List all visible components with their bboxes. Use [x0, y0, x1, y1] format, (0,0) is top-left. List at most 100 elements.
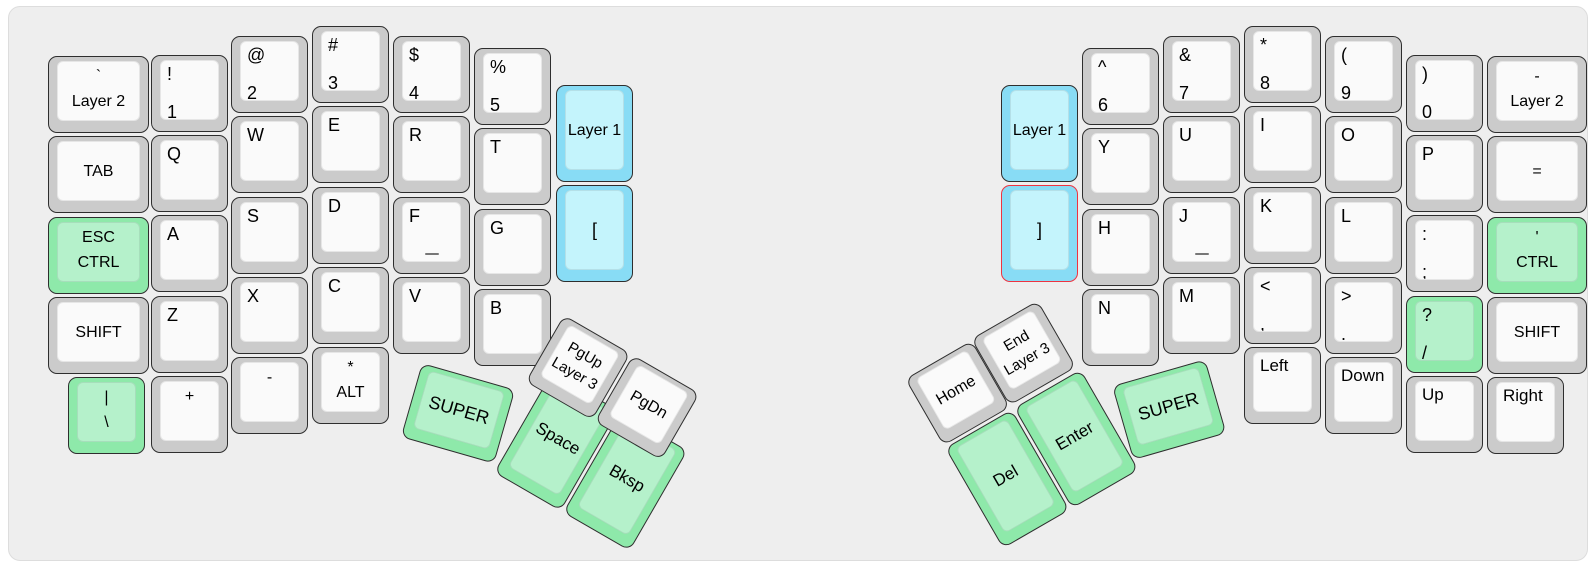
key-g[interactable]: G: [474, 209, 551, 286]
key-y[interactable]: Y: [1082, 128, 1159, 205]
key-label-line: !: [167, 64, 173, 84]
key-r[interactable]: R: [393, 116, 470, 193]
key-question-slash[interactable]: ?/: [1406, 296, 1483, 373]
keycap-top: T: [483, 133, 542, 193]
key-f[interactable]: F: [393, 197, 470, 274]
key-super-right[interactable]: SUPER: [1112, 359, 1227, 461]
key-v[interactable]: V: [393, 277, 470, 354]
keycap-top: %5: [483, 53, 542, 113]
keycap-top: C: [321, 272, 380, 332]
key-label-line: B: [490, 298, 503, 318]
key-equals[interactable]: =: [1487, 136, 1587, 213]
key-t[interactable]: T: [474, 128, 551, 205]
key-plus[interactable]: +: [151, 376, 228, 453]
key-w[interactable]: W: [231, 116, 308, 193]
keycap-top: >.: [1334, 282, 1393, 342]
key-n[interactable]: N: [1082, 289, 1159, 366]
key-layer1-right[interactable]: Layer 1: [1001, 85, 1078, 182]
key-arrow-left[interactable]: Left: [1244, 347, 1321, 424]
key-label: +: [161, 382, 218, 440]
key-l[interactable]: L: [1325, 197, 1402, 274]
keycap-top: $4: [402, 41, 461, 101]
key-paren-0[interactable]: )0: [1406, 55, 1483, 132]
key-quote-ctrl[interactable]: 'CTRL: [1487, 217, 1587, 294]
key-label-line: Layer 2: [1510, 93, 1564, 110]
keycap-top: J: [1172, 202, 1231, 262]
key-label-line: ^: [1098, 57, 1107, 77]
key-label-line: Z: [167, 305, 178, 325]
key-label-line: .: [1341, 324, 1347, 341]
key-arrow-up[interactable]: Up: [1406, 376, 1483, 453]
key-colon-semicolon[interactable]: :;: [1406, 215, 1483, 292]
keycap-top: @2: [240, 41, 299, 101]
keycap-top: F: [402, 202, 461, 262]
key-label: Y: [1092, 134, 1149, 192]
key-star-alt[interactable]: *ALT: [312, 347, 389, 424]
key-label-line: SHIFT: [75, 323, 122, 341]
keycap-top: E: [321, 111, 380, 171]
key-k[interactable]: K: [1244, 187, 1321, 264]
key-tab[interactable]: TAB: [48, 136, 149, 213]
key-arrow-right[interactable]: Right: [1487, 377, 1564, 454]
key-star-8[interactable]: *8: [1244, 26, 1321, 103]
keycap-top: TAB: [57, 141, 140, 201]
key-label: W: [241, 122, 298, 180]
key-e[interactable]: E: [312, 106, 389, 183]
key-shift-right[interactable]: SHIFT: [1487, 297, 1587, 374]
key-x[interactable]: X: [231, 277, 308, 354]
key-label-line: A: [167, 224, 180, 244]
key-j[interactable]: J: [1163, 197, 1240, 274]
key-amp-7[interactable]: &7: [1163, 36, 1240, 113]
key-m[interactable]: M: [1163, 277, 1240, 354]
key-super-left[interactable]: SUPER: [400, 363, 516, 464]
key-a[interactable]: A: [151, 215, 228, 292]
key-label: SHIFT: [58, 303, 139, 361]
key-i[interactable]: I: [1244, 106, 1321, 183]
key-label: #3: [322, 32, 379, 90]
key-label: <,: [1254, 273, 1311, 331]
keycap-top: U: [1172, 121, 1231, 181]
key-percent-5[interactable]: %5: [474, 48, 551, 125]
key-left-bracket[interactable]: [: [556, 185, 633, 282]
key-u[interactable]: U: [1163, 116, 1240, 193]
key-less-comma[interactable]: <,: [1244, 267, 1321, 344]
key-c[interactable]: C: [312, 267, 389, 344]
key-label-line: *: [1260, 35, 1268, 55]
key-label: U: [1173, 122, 1230, 180]
key-hash-3[interactable]: #3: [312, 26, 389, 103]
keycap-top: O: [1334, 121, 1393, 181]
key-o[interactable]: O: [1325, 116, 1402, 193]
key-b[interactable]: B: [474, 289, 551, 366]
key-pipe-backslash[interactable]: |\: [68, 377, 145, 454]
key-exclam-1[interactable]: !1: [151, 55, 228, 132]
key-minus-layer2[interactable]: -Layer 2: [1487, 56, 1587, 133]
key-label-line: |: [104, 389, 109, 406]
key-label-line: ?: [1422, 305, 1433, 325]
key-d[interactable]: D: [312, 187, 389, 264]
key-grave-layer2[interactable]: `Layer 2: [48, 56, 149, 133]
key-arrow-down[interactable]: Down: [1325, 357, 1402, 434]
key-h[interactable]: H: [1082, 209, 1159, 286]
key-at-2[interactable]: @2: [231, 36, 308, 113]
key-z[interactable]: Z: [151, 296, 228, 373]
key-shift-left[interactable]: SHIFT: [48, 297, 149, 374]
key-q[interactable]: Q: [151, 135, 228, 212]
keycap-top: -: [240, 362, 299, 422]
key-paren-9[interactable]: (9: [1325, 36, 1402, 113]
key-label-line: SUPER: [426, 391, 492, 428]
keycap-top: X: [240, 282, 299, 342]
key-label-line: (: [1341, 45, 1347, 65]
key-greater-period[interactable]: >.: [1325, 277, 1402, 354]
key-layer1-left[interactable]: Layer 1: [556, 85, 633, 182]
key-dollar-4[interactable]: $4: [393, 36, 470, 113]
key-s[interactable]: S: [231, 197, 308, 274]
key-minus-left[interactable]: -: [231, 357, 308, 434]
keycap-top: M: [1172, 282, 1231, 342]
key-right-bracket[interactable]: ]: [1001, 185, 1078, 282]
key-caret-6[interactable]: ^6: [1082, 48, 1159, 125]
key-label: -Layer 2: [1497, 62, 1577, 120]
key-p[interactable]: P: [1406, 135, 1483, 212]
